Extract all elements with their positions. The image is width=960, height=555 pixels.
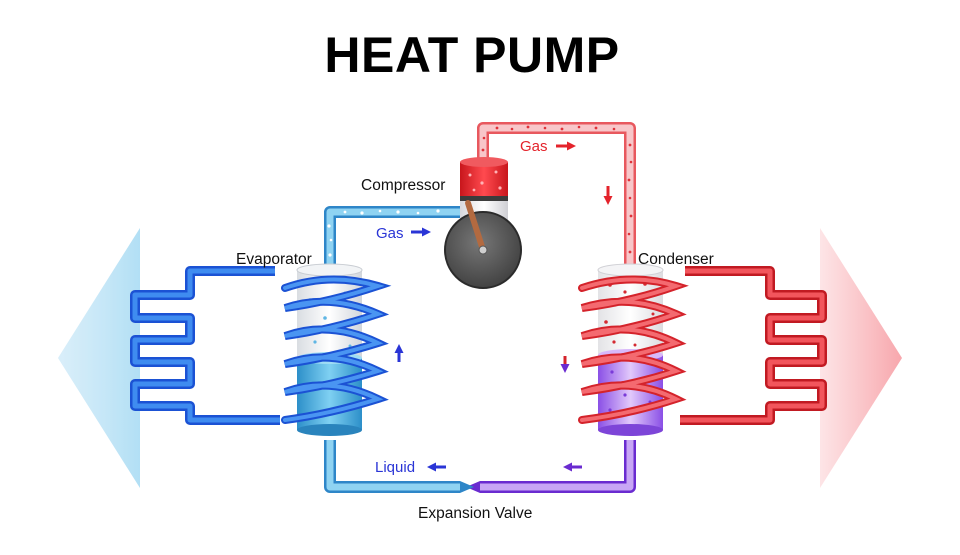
arrow-right-icon: [556, 141, 576, 151]
compressor-label: Compressor: [361, 177, 445, 194]
hot-gas-pipe: [477, 122, 636, 268]
gas-from-compressor-label: Gas: [520, 138, 548, 155]
gas-to-compressor-label: Gas: [376, 225, 404, 242]
liquid-return-pipe: [324, 440, 636, 493]
expansion-valve-label: Expansion Valve: [418, 505, 532, 522]
arrow-down-icon: [560, 356, 570, 373]
arrow-left-icon: [427, 462, 446, 472]
condenser: [578, 263, 689, 436]
arrow-left-icon: [563, 462, 582, 472]
arrow-down-icon: [603, 186, 613, 205]
evaporator-outdoor-coil: [130, 266, 280, 425]
blue-arrow-left-icon: [58, 228, 140, 488]
page-title: HEAT PUMP: [324, 27, 619, 83]
compressor: [444, 157, 522, 289]
condenser-indoor-coil: [680, 266, 827, 425]
liquid-label: Liquid: [375, 459, 415, 476]
arrow-right-icon: [411, 227, 431, 237]
cold-gas-pipe: [324, 206, 463, 268]
arrow-up-icon: [394, 344, 404, 362]
red-arrow-right-icon: [820, 228, 902, 488]
expansion-valve: [460, 481, 480, 493]
evaporator: [281, 263, 392, 436]
condenser-label: Condenser: [638, 251, 714, 268]
evaporator-label: Evaporator: [236, 251, 312, 268]
